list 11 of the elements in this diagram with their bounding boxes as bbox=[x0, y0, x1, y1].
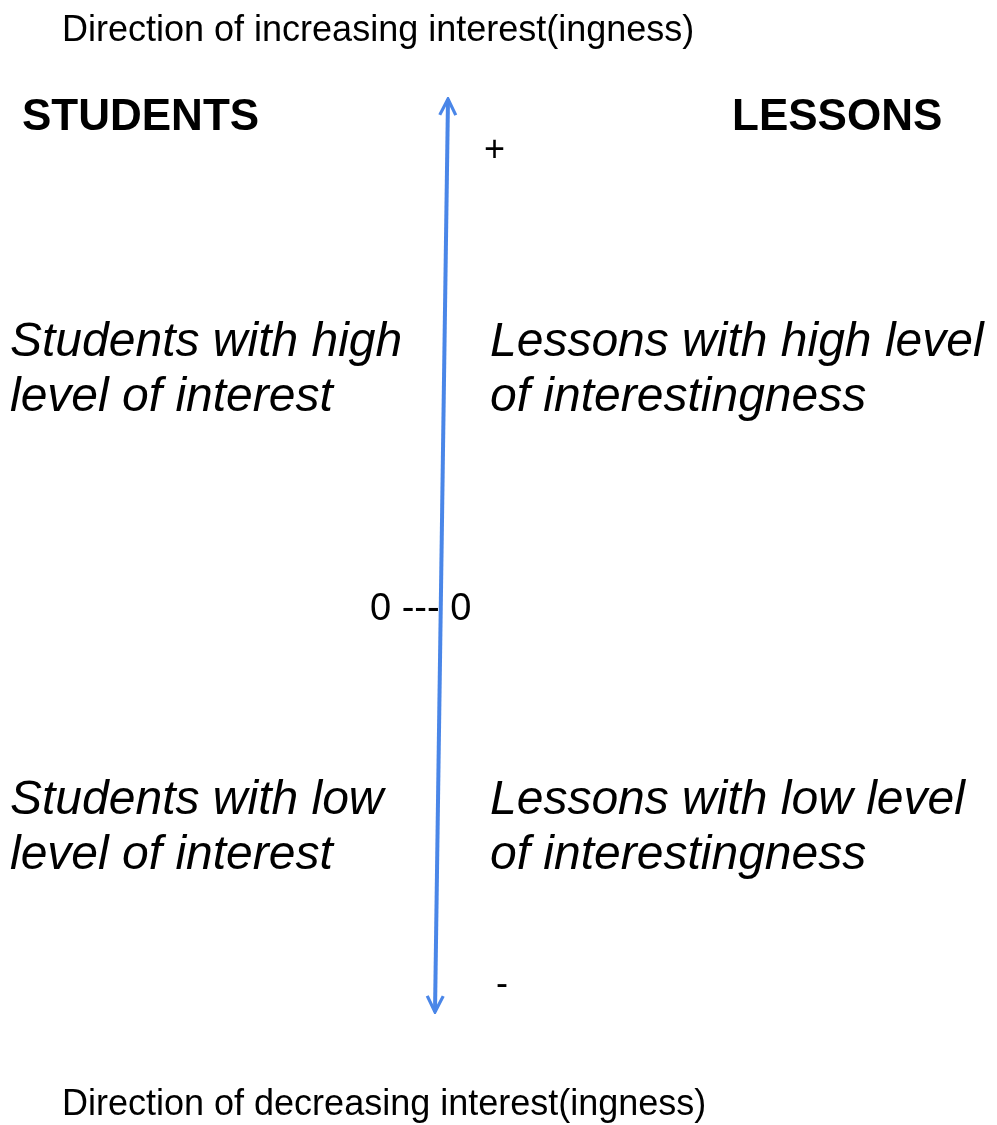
zero-marker: 0 --- 0 bbox=[370, 586, 472, 630]
category-description: Lessons with high level of interestingness bbox=[490, 312, 985, 423]
category-description: Students with low level of interest bbox=[10, 770, 387, 881]
category-description: Students with high level of interest bbox=[10, 312, 404, 423]
scale-sign: - bbox=[496, 962, 508, 1004]
direction-note: Direction of increasing interest(ingness) bbox=[62, 8, 695, 50]
direction-note: Direction of decreasing interest(ingness) bbox=[62, 1082, 707, 1124]
category-description: Lessons with low level of interestingness bbox=[490, 770, 967, 881]
column-heading: LESSONS bbox=[732, 90, 943, 141]
column-heading: STUDENTS bbox=[22, 90, 260, 141]
scale-sign: + bbox=[484, 128, 506, 170]
